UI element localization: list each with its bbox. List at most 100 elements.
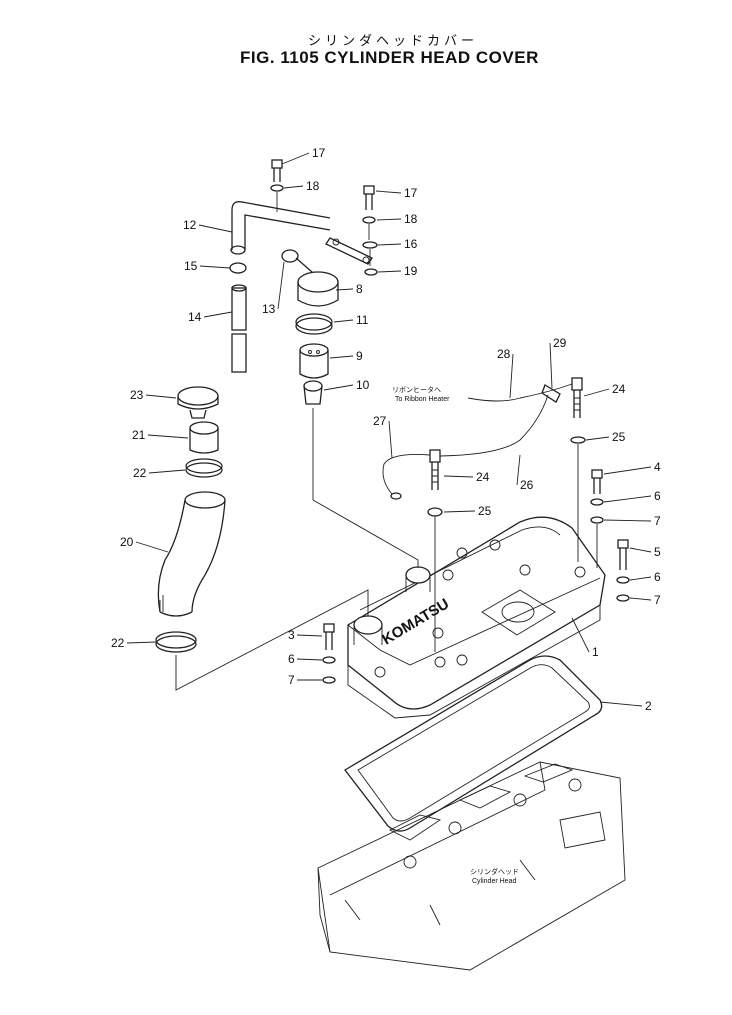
washer-25-center — [427, 507, 443, 517]
callout-number-13: 13 — [262, 302, 276, 316]
wire-27 — [382, 453, 431, 495]
callout-number-15: 15 — [184, 259, 198, 273]
callout-number-6: 6 — [654, 489, 661, 503]
callout-number-6: 6 — [288, 652, 295, 666]
leader-line-27 — [388, 420, 393, 459]
leader-line-25 — [585, 436, 610, 441]
wire-26 — [439, 394, 549, 457]
callout-number-25: 25 — [478, 504, 492, 518]
callout-number-9: 9 — [356, 349, 363, 363]
washer-18-left — [270, 184, 284, 192]
breather-cap-8 — [297, 271, 339, 307]
leader-line-21 — [147, 434, 189, 439]
cylinder-head-drawing — [317, 761, 626, 971]
hose-clamp-11 — [295, 313, 333, 335]
leader-line-20 — [135, 541, 169, 553]
leader-line-10 — [323, 384, 354, 391]
leader-line-28 — [509, 353, 514, 399]
filler-tube-21 — [189, 421, 219, 454]
washer-25-right — [570, 436, 586, 444]
callout-number-5: 5 — [654, 545, 661, 559]
filler-hose-20 — [157, 491, 226, 617]
leader-line-6 — [629, 576, 652, 581]
leader-line-12 — [198, 224, 233, 233]
callout-number-26: 26 — [520, 478, 534, 492]
callout-number-20: 20 — [120, 535, 134, 549]
leader-line-14 — [203, 311, 233, 318]
hose-clamp-22-upper — [185, 458, 223, 478]
hose-9 — [299, 343, 329, 379]
short-hose — [231, 284, 247, 373]
cylinder-head-label-en: Cylinder Head — [472, 878, 516, 885]
breather-pipe — [230, 201, 331, 255]
washer-6-right-lower — [616, 576, 630, 584]
callout-number-25: 25 — [612, 430, 626, 444]
leader-line-29 — [549, 342, 553, 389]
callout-number-16: 16 — [404, 237, 418, 251]
callout-number-27: 27 — [373, 414, 387, 428]
leader-line-7 — [629, 597, 652, 601]
leader-line-1 — [571, 617, 590, 653]
washer-7-front — [322, 676, 336, 684]
leader-line-3 — [296, 634, 323, 637]
leader-line-13 — [277, 261, 285, 310]
leader-line-17 — [375, 190, 402, 194]
leader-line-19 — [377, 270, 402, 273]
bolt-4 — [591, 469, 603, 494]
leader-line-22 — [148, 469, 186, 474]
washer-6-right-upper — [590, 498, 604, 506]
leader-line-22 — [126, 641, 157, 644]
callout-number-24: 24 — [612, 382, 626, 396]
leader-line-17 — [281, 152, 310, 165]
callout-number-11: 11 — [356, 313, 369, 327]
leader-line-6 — [603, 495, 652, 503]
clip-15 — [229, 262, 247, 274]
wire-27-terminal — [390, 492, 402, 500]
wire-joint-29 — [541, 384, 561, 403]
heater-plug-24-right — [571, 377, 583, 418]
filler-cap-23 — [177, 386, 219, 419]
leader-line-24 — [443, 475, 474, 478]
callout-number-3: 3 — [288, 628, 295, 642]
leader-line-8 — [335, 288, 354, 291]
callout-number-4: 4 — [654, 460, 661, 474]
figure-title: FIG. 1105 CYLINDER HEAD COVER — [240, 48, 539, 67]
leader-line-5 — [629, 547, 652, 553]
washer-16 — [362, 241, 378, 249]
callout-number-1: 1 — [592, 645, 599, 659]
leader-line-26 — [516, 454, 521, 486]
cylinder-head-cover — [347, 516, 606, 719]
leader-line-18 — [283, 185, 304, 189]
leader-line-15 — [199, 265, 231, 269]
callout-number-28: 28 — [497, 347, 511, 361]
pipe-clamp-bracket — [325, 237, 373, 265]
washer-7-right-lower — [616, 594, 630, 602]
callout-number-19: 19 — [404, 264, 418, 278]
callout-number-18: 18 — [306, 179, 320, 193]
leader-line-6 — [296, 658, 323, 661]
callout-number-23: 23 — [130, 388, 144, 402]
cylinder-head-label-jp: シリンダヘッド — [470, 867, 519, 876]
leader-line-18 — [376, 218, 402, 221]
callout-number-6: 6 — [654, 570, 661, 584]
title-japanese: シリンダヘッドカバー — [308, 34, 479, 49]
ribbon-heater-note-en: To Ribbon Heater — [395, 396, 450, 403]
callout-number-12: 12 — [183, 218, 197, 232]
callout-number-10: 10 — [356, 378, 370, 392]
callout-number-18: 18 — [404, 212, 418, 226]
leader-line-24 — [583, 388, 610, 397]
leader-line-25 — [443, 510, 476, 513]
callout-number-8: 8 — [356, 282, 363, 296]
leader-line-23 — [145, 394, 177, 399]
callout-number-7: 7 — [654, 514, 661, 528]
head-cover-gasket — [344, 655, 603, 832]
leader-line-16 — [377, 243, 402, 246]
callout-number-2: 2 — [645, 699, 652, 713]
bolt-17-right — [363, 185, 375, 210]
elbow-13 — [281, 249, 313, 273]
leader-line-7 — [603, 519, 652, 522]
callout-number-22: 22 — [111, 636, 125, 650]
